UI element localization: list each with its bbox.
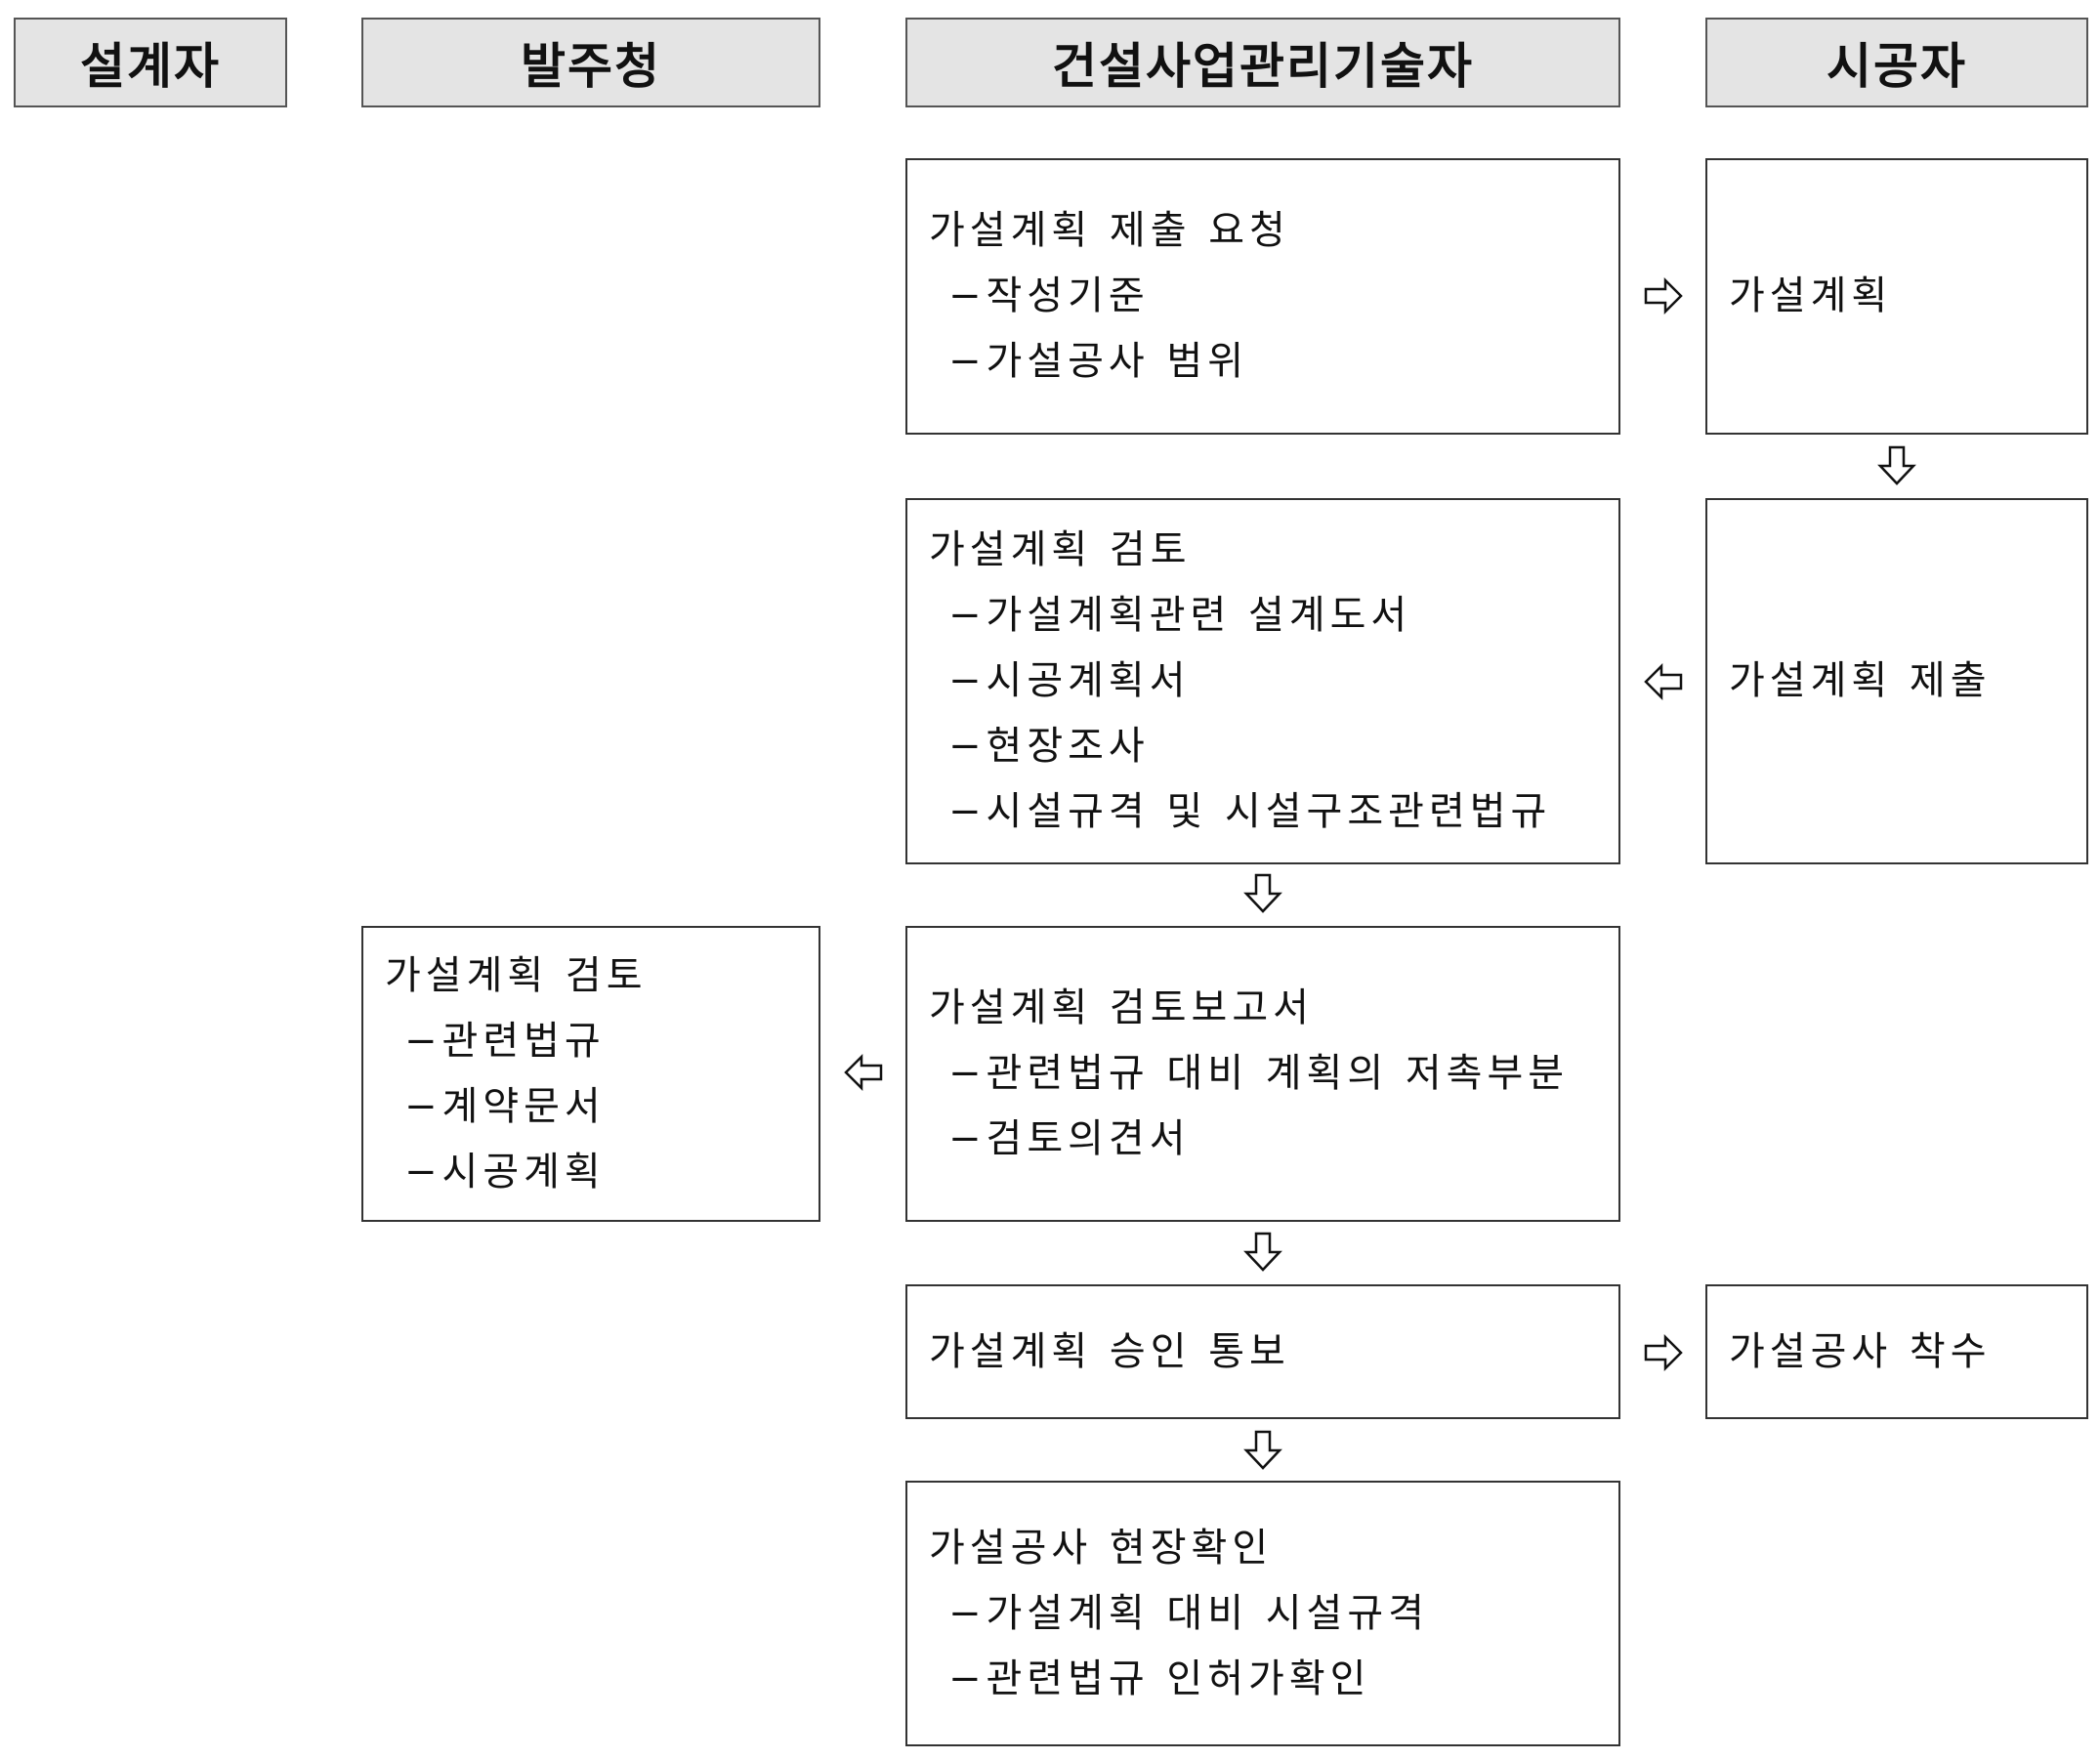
- box-item: −계약문서: [404, 1083, 606, 1129]
- box-item: −작성기준: [948, 273, 1150, 318]
- right-arrow-icon: [1642, 1331, 1685, 1374]
- box-owner-review: 가설계획 검토 −관련법규 −계약문서 −시공계획: [361, 926, 820, 1222]
- box-submission-request: 가설계획 제출 요청 −작성기준 −가설공사 범위: [905, 158, 1620, 435]
- down-arrow-icon: [1241, 1231, 1284, 1274]
- box-item: −가설계획관련 설계도서: [948, 593, 1412, 638]
- box-title: 가설계획 승인 통보: [929, 1328, 1290, 1374]
- box-item: −관련법규 인허가확인: [948, 1655, 1371, 1701]
- box-review-report: 가설계획 검토보고서 −관련법규 대비 계획의 저촉부분 −검토의견서: [905, 926, 1620, 1222]
- box-start-work: 가설공사 착수: [1705, 1284, 2088, 1419]
- box-approval-notice: 가설계획 승인 통보: [905, 1284, 1620, 1419]
- box-title: 가설계획 제출 요청: [929, 208, 1290, 253]
- box-title: 가설공사 착수: [1729, 1328, 1992, 1374]
- box-item: −시설규격 및 시설구조관련법규: [948, 789, 1552, 834]
- box-title: 가설공사 현장확인: [929, 1525, 1274, 1571]
- box-contractor-submit: 가설계획 제출: [1705, 498, 2088, 864]
- box-title: 가설계획: [1729, 273, 1893, 318]
- down-arrow-icon: [1241, 872, 1284, 915]
- box-site-check: 가설공사 현장확인 −가설계획 대비 시설규격 −관련법규 인허가확인: [905, 1481, 1620, 1746]
- box-item: −관련법규 대비 계획의 저촉부분: [948, 1051, 1570, 1096]
- header-designer-label: 설계자: [80, 38, 221, 95]
- box-contractor-plan: 가설계획: [1705, 158, 2088, 435]
- left-arrow-icon: [842, 1051, 885, 1094]
- box-title: 가설계획 검토: [929, 527, 1192, 572]
- down-arrow-icon: [1875, 444, 1918, 487]
- header-designer: 설계자: [14, 18, 287, 107]
- down-arrow-icon: [1241, 1429, 1284, 1472]
- box-item: −가설공사 범위: [948, 339, 1249, 384]
- box-item: −시공계획: [404, 1149, 606, 1194]
- box-cm-review: 가설계획 검토 −가설계획관련 설계도서 −시공계획서 −현장조사 −시설규격 …: [905, 498, 1620, 864]
- box-item: −가설계획 대비 시설규격: [948, 1590, 1429, 1636]
- header-contractor-label: 시공자: [1827, 38, 1967, 95]
- header-contractor: 시공자: [1705, 18, 2088, 107]
- box-item: −검토의견서: [948, 1116, 1191, 1161]
- left-arrow-icon: [1642, 660, 1685, 703]
- header-cm: 건설사업관리기술자: [905, 18, 1620, 107]
- header-owner-label: 발주청: [521, 38, 661, 95]
- box-item: −관련법규: [404, 1018, 606, 1064]
- header-cm-label: 건설사업관리기술자: [1052, 38, 1474, 95]
- box-item: −시공계획서: [948, 658, 1191, 703]
- header-owner: 발주청: [361, 18, 820, 107]
- box-title: 가설계획 검토보고서: [929, 985, 1314, 1030]
- box-title: 가설계획 제출: [1729, 658, 1992, 703]
- right-arrow-icon: [1642, 274, 1685, 317]
- box-item: −현장조사: [948, 724, 1150, 769]
- box-title: 가설계획 검토: [385, 952, 648, 998]
